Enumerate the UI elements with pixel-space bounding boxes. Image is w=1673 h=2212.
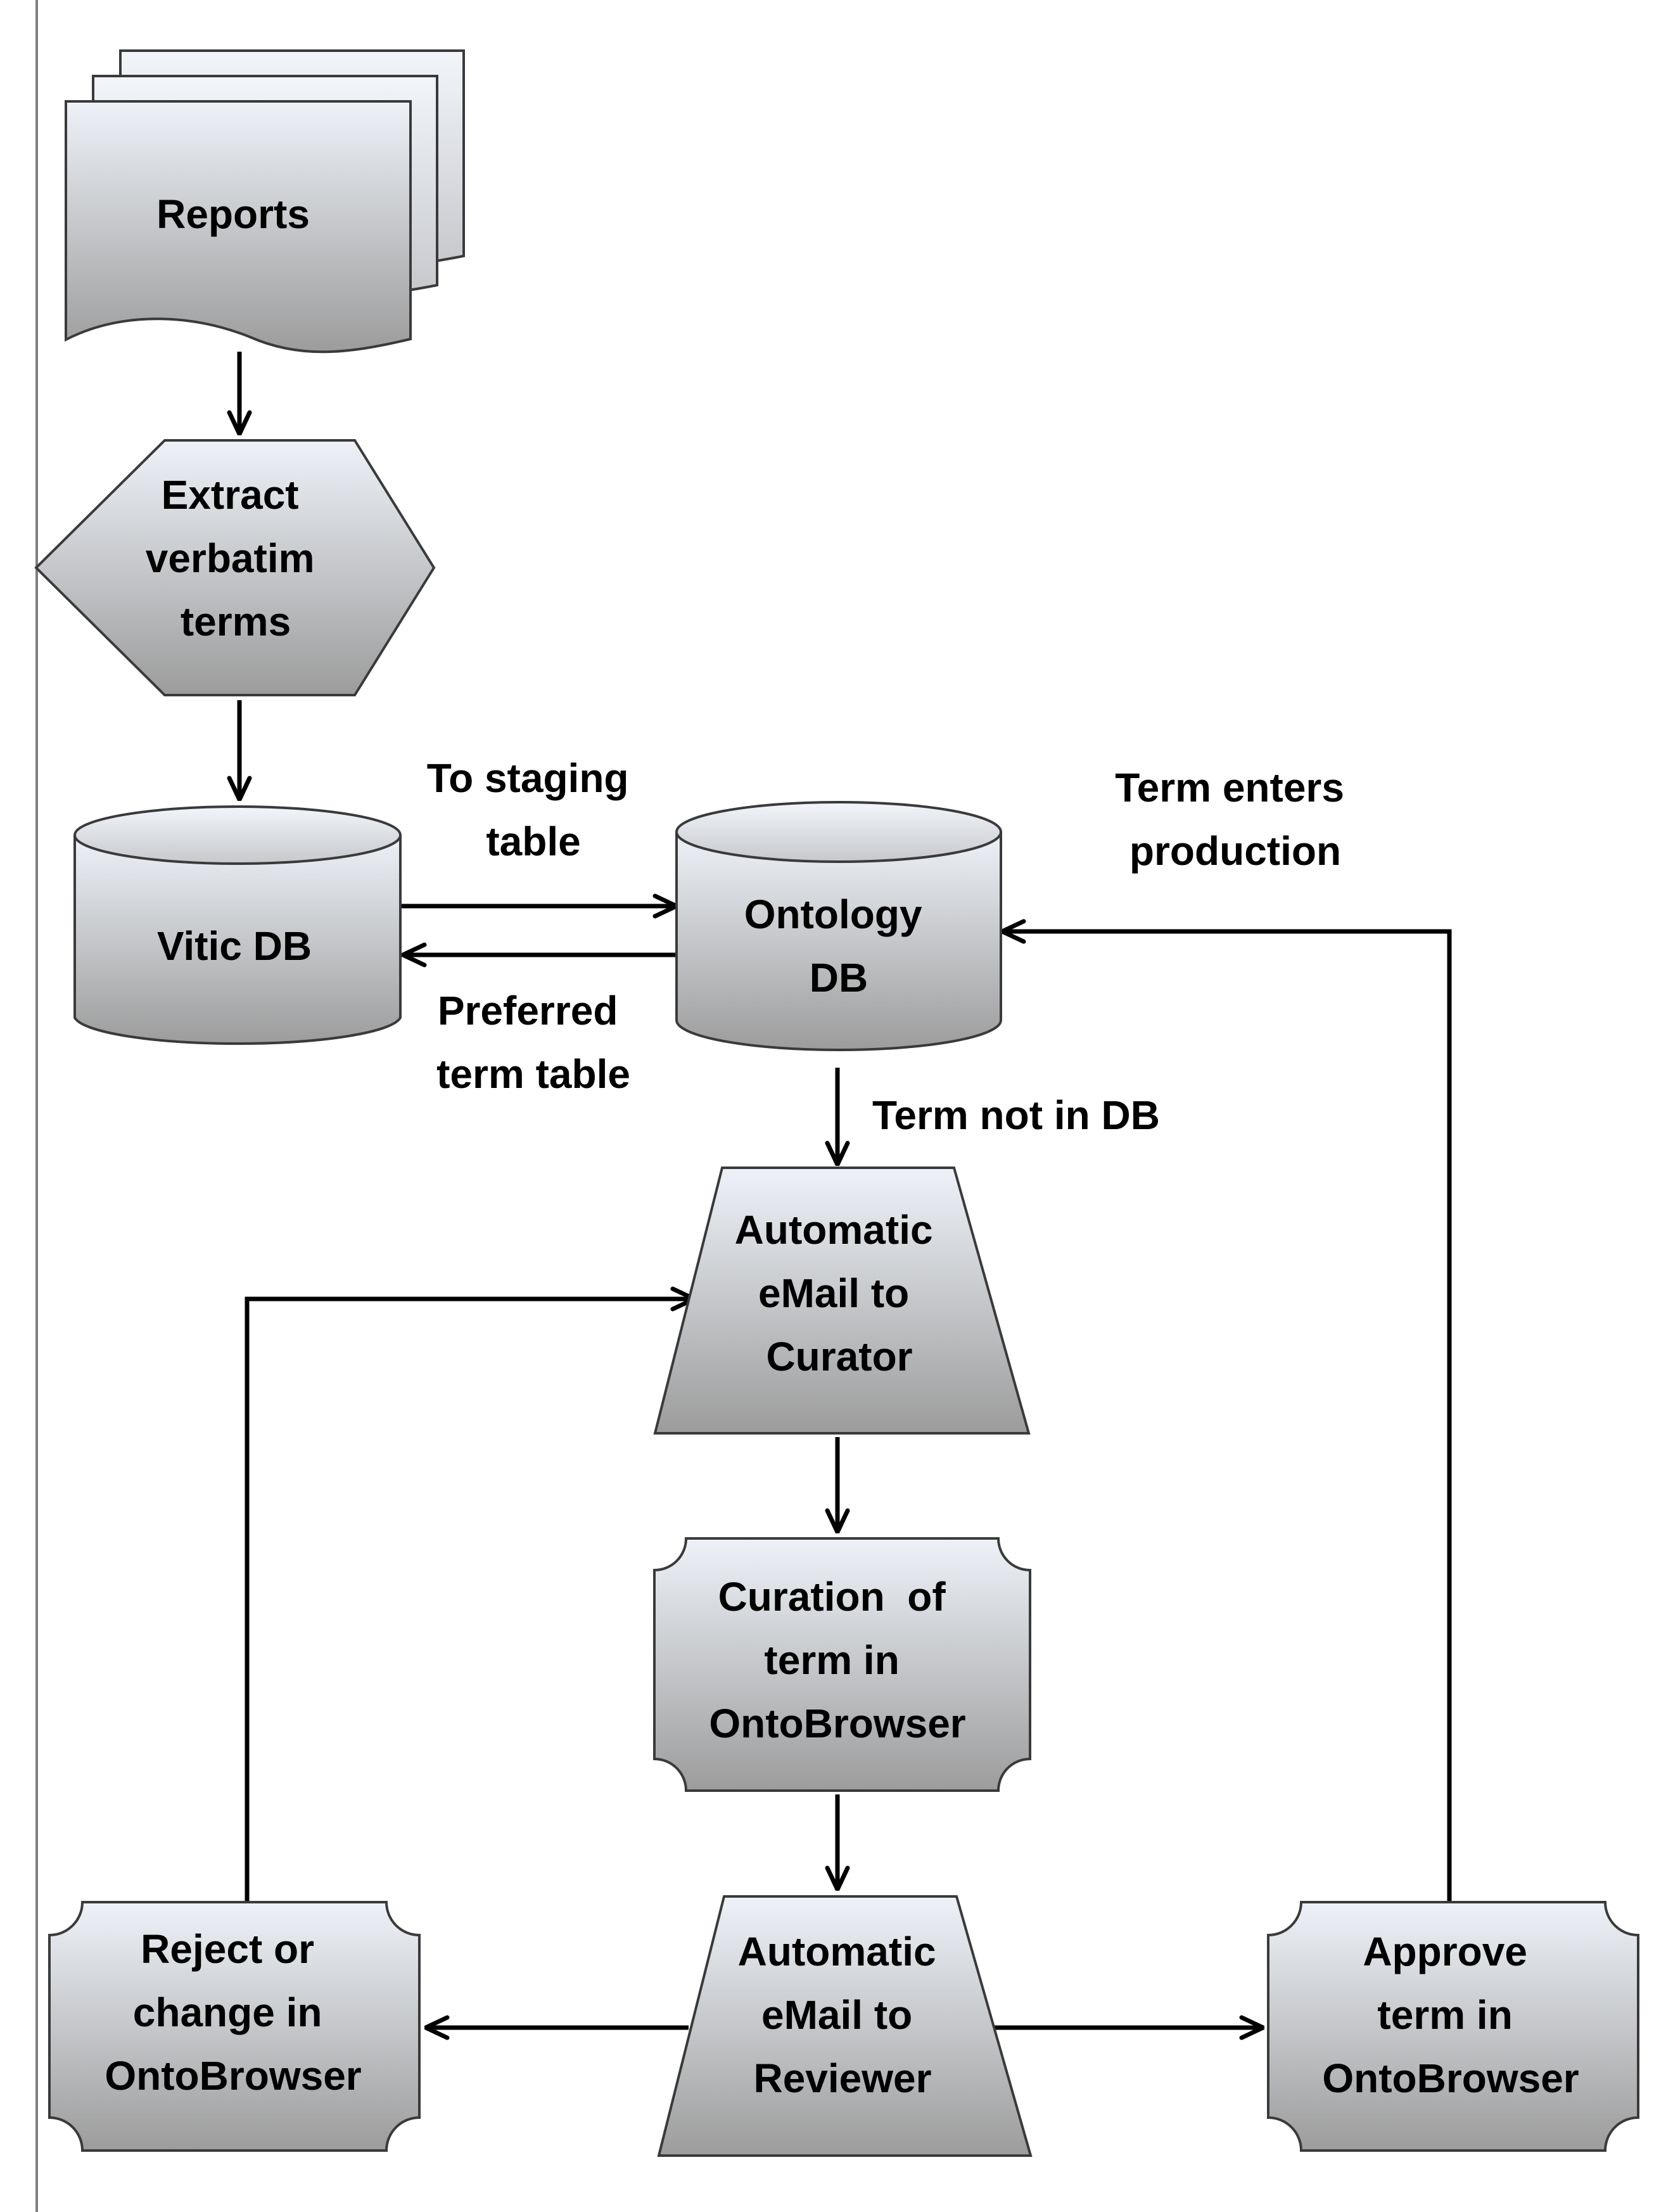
extract-label-line-3: terms <box>181 599 291 644</box>
edge-label-to-staging-line-2: table <box>486 819 580 864</box>
email-reviewer-trapezoid <box>657 1895 1033 2157</box>
email-curator-label: Automatic eMail to Curator <box>735 1207 945 1379</box>
vitic-db-cylinder-top <box>73 805 402 865</box>
edge-term-enters-production <box>1002 931 1452 1906</box>
node-email-to-reviewer: Automatic eMail to Reviewer <box>657 1895 1033 2157</box>
reports-label: Reports <box>156 191 310 237</box>
reject-label: Reject or change in OntoBrowser <box>105 1926 361 2099</box>
node-email-to-curator: Automatic eMail to Curator <box>653 1167 1031 1435</box>
edge-label-preferred-term: Preferred term table <box>436 988 630 1097</box>
node-extract-verbatim-terms: Extract verbatim terms <box>34 439 436 696</box>
approve-label: Approve term in OntoBrowser <box>1322 1929 1579 2101</box>
curation-label-line-1: Curation of <box>718 1574 946 1620</box>
approve-label-line-3: OntoBrowser <box>1322 2055 1579 2101</box>
email-curator-label-line-1: Automatic <box>735 1207 933 1253</box>
curation-plaque <box>653 1537 1031 1792</box>
approve-plaque <box>1267 1901 1639 2152</box>
vitic-db-label: Vitic DB <box>157 923 312 969</box>
vitic-db-cylinder-body <box>73 835 402 1045</box>
edge-label-preferred-term-line-1: Preferred <box>438 988 618 1033</box>
reject-label-line-1: Reject or <box>141 1926 314 1972</box>
extract-label-line-1: Extract <box>162 472 299 518</box>
reject-plaque <box>48 1901 421 2152</box>
curation-label: Curation of term in OntoBrowser <box>709 1574 965 1746</box>
node-vitic-db: Vitic DB <box>73 805 402 1045</box>
email-curator-label-line-2: eMail to <box>758 1270 909 1316</box>
edge-label-to-staging-line-1: To staging <box>427 755 629 801</box>
connectors <box>239 352 1452 2028</box>
node-reports: Reports <box>65 49 465 354</box>
edge-label-term-enters-production: Term enters production <box>1115 765 1355 874</box>
email-reviewer-label-line-3: Reviewer <box>753 2055 931 2101</box>
edge-label-preferred-term-line-2: term table <box>436 1051 630 1097</box>
email-reviewer-label: Automatic eMail to Reviewer <box>738 1929 948 2101</box>
ontology-db-cylinder-body <box>675 832 1002 1051</box>
edge-label-term-not-in-db: Term not in DB <box>872 1092 1160 1138</box>
node-curation: Curation of term in OntoBrowser <box>653 1537 1031 1792</box>
email-curator-label-line-3: Curator <box>766 1334 912 1379</box>
extract-hexagon <box>34 439 436 696</box>
reject-label-line-2: change in <box>133 1990 322 2035</box>
extract-label-line-2: verbatim <box>146 535 315 581</box>
curation-label-line-2: term in <box>764 1637 899 1683</box>
ontology-db-label-line-1: Ontology <box>744 892 922 937</box>
extract-label: Extract verbatim terms <box>146 472 326 644</box>
node-approve-term: Approve term in OntoBrowser <box>1267 1901 1639 2152</box>
node-ontology-db: Ontology DB <box>675 801 1002 1051</box>
email-reviewer-label-line-1: Automatic <box>738 1929 936 1974</box>
edge-label-to-staging: To staging table <box>427 755 640 864</box>
email-curator-trapezoid <box>653 1167 1031 1435</box>
curation-label-line-3: OntoBrowser <box>709 1701 965 1746</box>
reject-label-line-3: OntoBrowser <box>105 2053 361 2099</box>
email-reviewer-label-line-2: eMail to <box>761 1992 912 2038</box>
ontology-db-cylinder-top <box>675 801 1002 863</box>
edge-label-term-enters-production-line-2: production <box>1129 828 1341 874</box>
approve-label-line-1: Approve <box>1363 1929 1527 1974</box>
ontology-db-label-line-2: DB <box>810 955 868 1001</box>
reports-document-front <box>65 100 412 354</box>
edge-reject-to-curator <box>245 1299 694 1907</box>
node-reject-or-change: Reject or change in OntoBrowser <box>48 1901 421 2152</box>
edge-label-term-enters-production-line-1: Term enters <box>1115 765 1344 810</box>
ontology-db-label: Ontology DB <box>744 892 934 1001</box>
approve-label-line-2: term in <box>1377 1992 1512 2038</box>
